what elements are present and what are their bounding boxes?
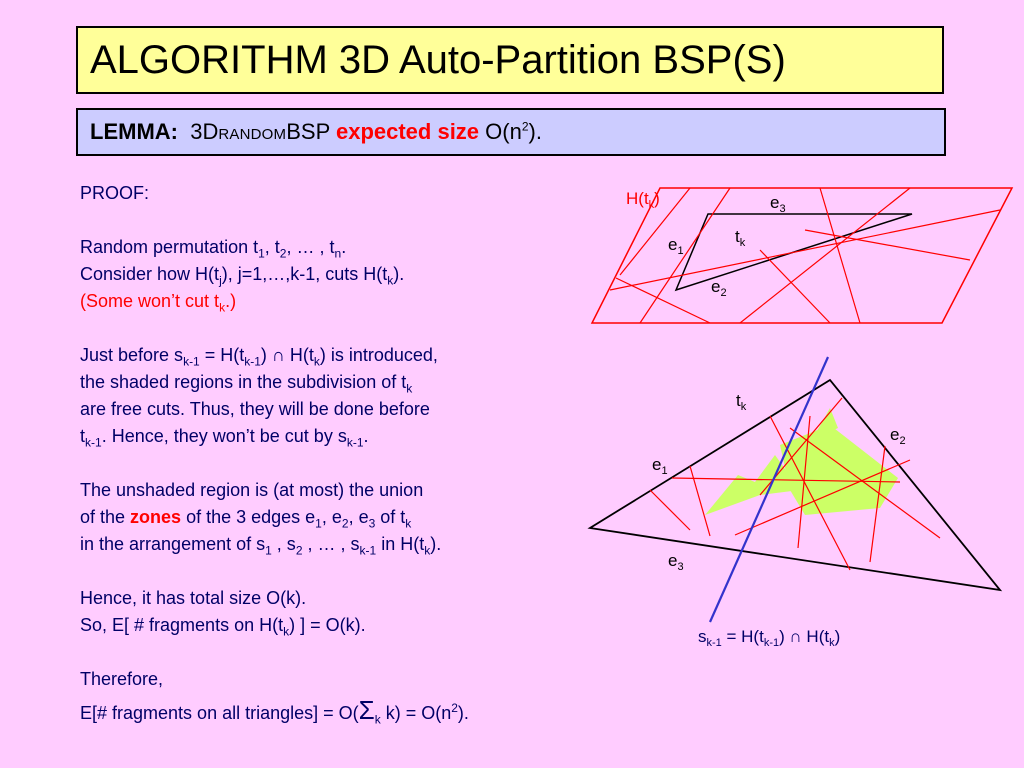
subdivision-figure: tk e2 e1 e3 sk-1 = H(tk-1) ∩ H(tk) xyxy=(587,356,1003,649)
figures: H(tk) e3 tk e1 e2 tk e2 e1 e3 sk-1 = H(t… xyxy=(587,187,1014,649)
zones-emphasis: zones xyxy=(130,507,182,527)
plane-outline xyxy=(590,187,1014,324)
lemma-bound: O(n2). xyxy=(485,119,542,144)
lemma-label: LEMMA: xyxy=(90,119,178,144)
proof-line-4: Just before sk-1 = H(tk-1) ∩ H(tk) is in… xyxy=(80,345,438,369)
proof-line-12: So, E[ # fragments on H(tk) ] = O(k). xyxy=(80,615,366,639)
title-text: ALGORITHM 3D Auto-Partition BSP(S) xyxy=(90,38,786,82)
proof-line-10: in the arrangement of s1 , s2 , … , sk-1… xyxy=(80,534,442,558)
shaded-region-3 xyxy=(812,408,838,440)
algo-name: 3DRANDOMBSP xyxy=(190,119,330,144)
proof-line-2: Consider how H(tj), j=1,…,k-1, cuts H(tk… xyxy=(80,264,405,288)
top-e1-label: e1 xyxy=(668,235,684,257)
proof-line-1: Random permutation t1, t2, … , tn. xyxy=(80,237,347,261)
triangle-tk-large xyxy=(587,378,1003,592)
subdivision-lines xyxy=(649,397,941,571)
proof-text: PROOF: Random permutation t1, t2, … , tn… xyxy=(80,180,590,727)
top-e2-label: e2 xyxy=(711,277,727,299)
proof-line-6: are free cuts. Thus, they will be done b… xyxy=(80,399,430,419)
proof-line-8: The unshaded region is (at most) the uni… xyxy=(80,480,424,500)
slide-title: ALGORITHM 3D Auto-Partition BSP(S) xyxy=(76,26,944,94)
cut-lines xyxy=(609,187,1001,324)
cut-label: sk-1 = H(tk-1) ∩ H(tk) xyxy=(698,627,840,649)
bottom-tk-label: tk xyxy=(736,391,747,413)
bottom-e3-label: e3 xyxy=(668,551,684,573)
cut-line-sk-1 xyxy=(708,356,830,623)
lemma-emphasis: expected size xyxy=(335,119,480,144)
proof-line-9: of the zones of the 3 edges e1, e2, e3 o… xyxy=(80,507,412,531)
bottom-e1-label: e1 xyxy=(652,455,668,477)
plane-label: H(tk) xyxy=(626,189,660,211)
proof-line-3: (Some won’t cut tk.) xyxy=(80,291,237,315)
proof-line-11: Hence, it has total size O(k). xyxy=(80,588,307,608)
bottom-e2-label: e2 xyxy=(890,425,906,447)
proof-line-14: E[# fragments on all triangles] = O(Σk k… xyxy=(80,695,469,727)
sigma-symbol: Σ xyxy=(358,695,375,725)
proof-line-13: Therefore, xyxy=(80,669,164,689)
top-e3-label: e3 xyxy=(770,193,786,215)
plane-figure: H(tk) e3 tk e1 e2 xyxy=(590,187,1014,324)
proof-line-5: the shaded regions in the subdivision of… xyxy=(80,372,413,396)
proof-line-7: tk-1. Hence, they won’t be cut by sk-1. xyxy=(80,426,369,450)
shaded-region-1 xyxy=(705,455,800,515)
lemma-box: LEMMA: 3DRANDOMBSP expected size O(n2). xyxy=(76,108,946,156)
top-tk-label: tk xyxy=(735,227,746,249)
proof-heading: PROOF: xyxy=(80,183,150,203)
